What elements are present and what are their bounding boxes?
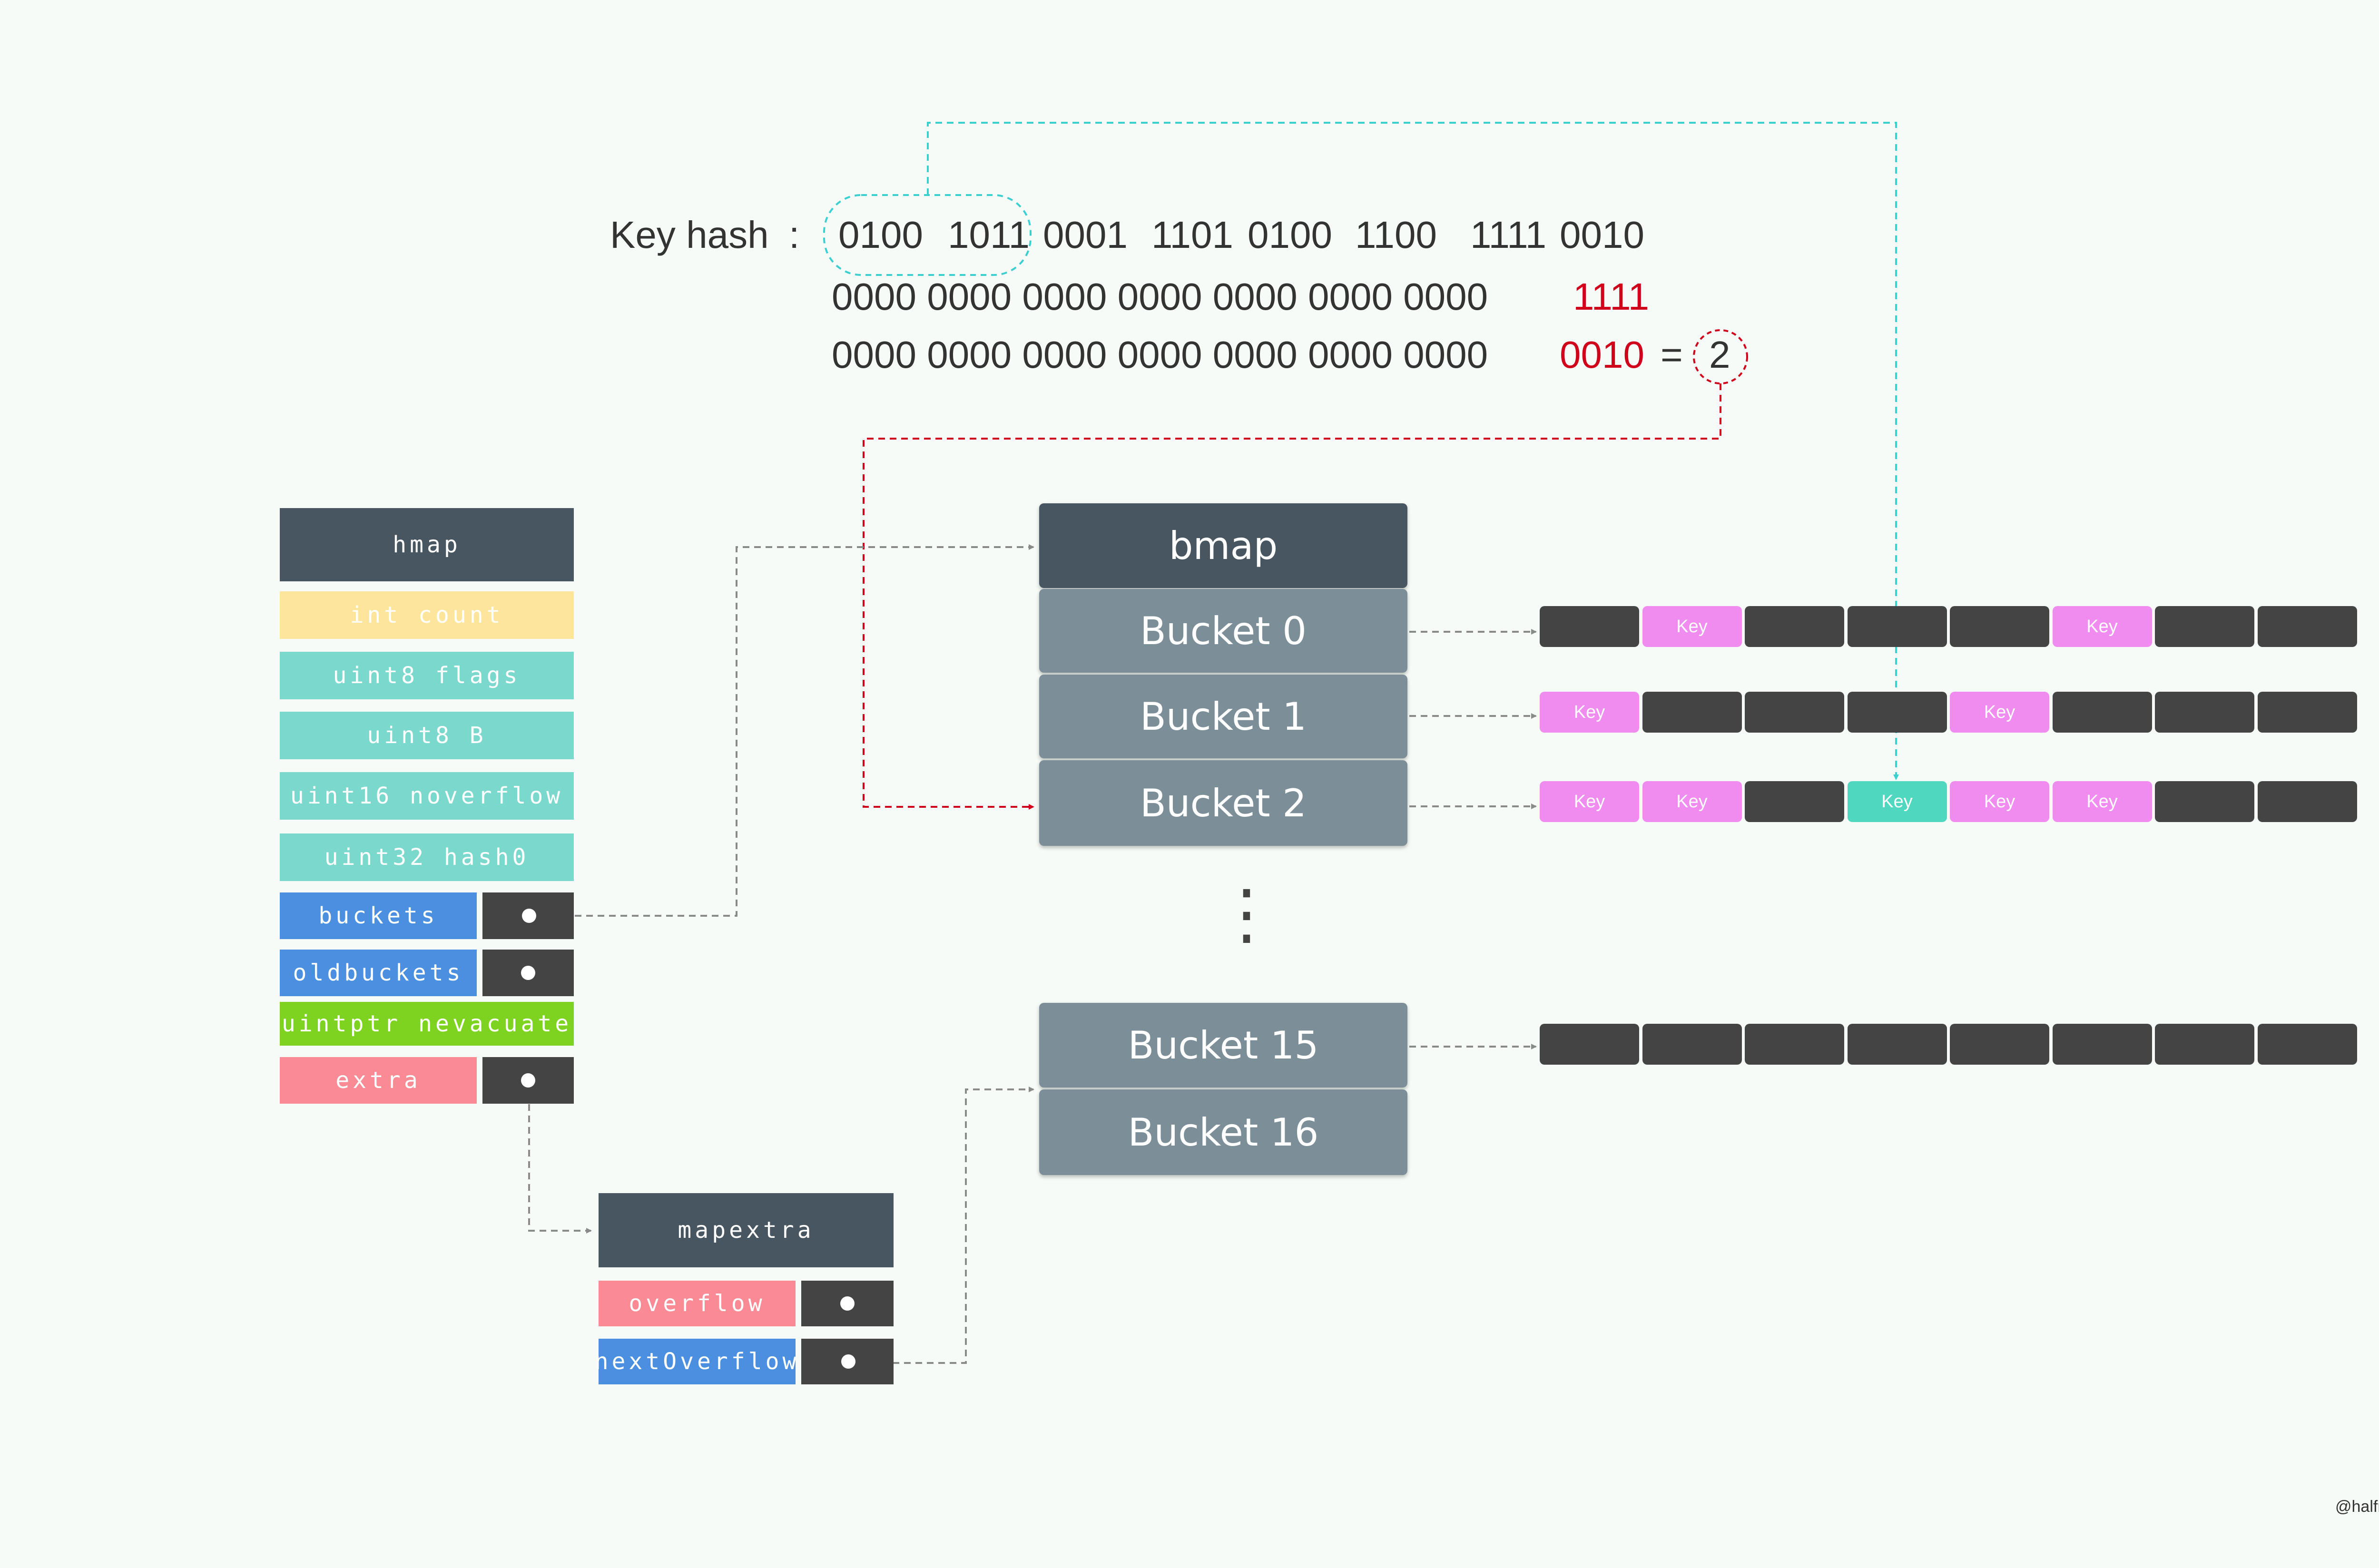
mapextra-field-overflow: overflow bbox=[599, 1281, 796, 1326]
key-slot: Key bbox=[1540, 692, 1639, 733]
key-slot: Key bbox=[1950, 692, 2049, 733]
empty-slot bbox=[1950, 606, 2049, 647]
empty-slot bbox=[2257, 781, 2357, 822]
hash-group: 1011 bbox=[948, 214, 1030, 256]
hmap-field-flags: uint8 flags bbox=[280, 652, 574, 699]
bucket-0: Bucket 0 bbox=[1039, 589, 1407, 673]
empty-slot bbox=[2257, 692, 2357, 733]
empty-slot bbox=[1847, 692, 1947, 733]
bucket-ellipsis: ⋮ bbox=[1213, 876, 1280, 951]
empty-slot bbox=[1745, 781, 1844, 822]
pointer-dot-icon bbox=[521, 1073, 535, 1088]
hmap-field-oldbuckets: oldbuckets bbox=[280, 950, 477, 996]
empty-slot bbox=[1540, 606, 1639, 647]
equals-sign: = bbox=[1661, 333, 1683, 376]
mapextra-field-next-overflow: nextOverflow bbox=[595, 1339, 796, 1384]
bmap-header: bmap bbox=[1039, 503, 1407, 588]
key-slot: Key bbox=[2052, 606, 2152, 647]
pointer-dot-icon bbox=[522, 909, 536, 923]
bucket-index-result: 2 bbox=[1709, 333, 1730, 376]
empty-slot bbox=[1745, 1024, 1844, 1065]
bucket-index-arrow bbox=[863, 383, 1721, 810]
bucket-16: Bucket 16 bbox=[1039, 1089, 1407, 1175]
pointer-dot-icon bbox=[840, 1296, 855, 1311]
empty-slot bbox=[2155, 1024, 2254, 1065]
key-slot: Key bbox=[2052, 781, 2152, 822]
hash-group: 0100 bbox=[838, 214, 923, 256]
empty-slot bbox=[1847, 1024, 1947, 1065]
pointer-dot-icon bbox=[841, 1354, 855, 1369]
extra-pointer-arrow bbox=[528, 1081, 592, 1234]
empty-slot bbox=[1642, 692, 1742, 733]
hash-group: 1111 bbox=[1470, 214, 1547, 256]
hmap-field-b: uint8 B bbox=[280, 712, 574, 759]
key-hash-label: Key hash bbox=[610, 214, 769, 256]
mapextra-header: mapextra bbox=[599, 1193, 894, 1267]
result-highlight bbox=[1693, 329, 1748, 384]
hmap-field-hash0: uint32 hash0 bbox=[280, 833, 574, 881]
bucket-2: Bucket 2 bbox=[1039, 760, 1407, 846]
result-zeros: 0000 0000 0000 0000 0000 0000 0000 bbox=[832, 333, 1488, 376]
hash-group: 1101 bbox=[1151, 214, 1234, 256]
top-hash-arrow bbox=[927, 122, 1899, 780]
hmap-field-noverflow: uint16 noverflow bbox=[280, 772, 574, 820]
empty-slot bbox=[2257, 1024, 2357, 1065]
next-overflow-pointer-arrow bbox=[847, 1087, 1034, 1364]
author-credit: @halfrost bbox=[2335, 1498, 2379, 1516]
empty-slot bbox=[2257, 606, 2357, 647]
hash-group: 1100 bbox=[1355, 214, 1437, 256]
extra-pointer bbox=[482, 1057, 574, 1104]
empty-slot bbox=[2052, 1024, 2152, 1065]
hmap-header: hmap bbox=[280, 508, 574, 581]
empty-slot bbox=[2155, 606, 2254, 647]
hash-group: 0100 bbox=[1248, 214, 1332, 256]
hash-group: 0001 bbox=[1043, 214, 1128, 256]
mask-zeros: 0000 0000 0000 0000 0000 0000 0000 bbox=[832, 275, 1488, 318]
matched-key-slot: Key bbox=[1847, 781, 1947, 822]
empty-slot bbox=[1950, 1024, 2049, 1065]
buckets-pointer bbox=[482, 892, 574, 939]
empty-slot bbox=[2155, 781, 2254, 822]
hmap-field-extra: extra bbox=[280, 1057, 477, 1104]
oldbuckets-pointer bbox=[482, 950, 574, 996]
hmap-field-buckets: buckets bbox=[280, 892, 477, 939]
key-hash-colon: : bbox=[789, 214, 800, 256]
bucket-1: Bucket 1 bbox=[1039, 675, 1407, 758]
empty-slot bbox=[1540, 1024, 1639, 1065]
mask-tail: 1111 bbox=[1573, 275, 1650, 318]
pointer-dot-icon bbox=[521, 966, 535, 980]
empty-slot bbox=[1847, 606, 1947, 647]
overflow-pointer bbox=[801, 1281, 894, 1326]
key-slot: Key bbox=[1950, 781, 2049, 822]
bucket-15: Bucket 15 bbox=[1039, 1003, 1407, 1088]
hash-group: 0010 bbox=[1560, 214, 1644, 256]
key-slot: Key bbox=[1642, 781, 1742, 822]
result-tail: 0010 bbox=[1560, 333, 1644, 376]
next-overflow-pointer bbox=[801, 1339, 894, 1384]
buckets-pointer-arrow bbox=[529, 544, 1034, 917]
empty-slot bbox=[1642, 1024, 1742, 1065]
empty-slot bbox=[2155, 692, 2254, 733]
empty-slot bbox=[1745, 692, 1844, 733]
empty-slot bbox=[1745, 606, 1844, 647]
key-slot: Key bbox=[1642, 606, 1742, 647]
hmap-field-nevacuate: uintptr nevacuate bbox=[280, 1002, 574, 1046]
hmap-field-count: int count bbox=[280, 591, 574, 639]
key-slot: Key bbox=[1540, 781, 1639, 822]
empty-slot bbox=[2052, 692, 2152, 733]
